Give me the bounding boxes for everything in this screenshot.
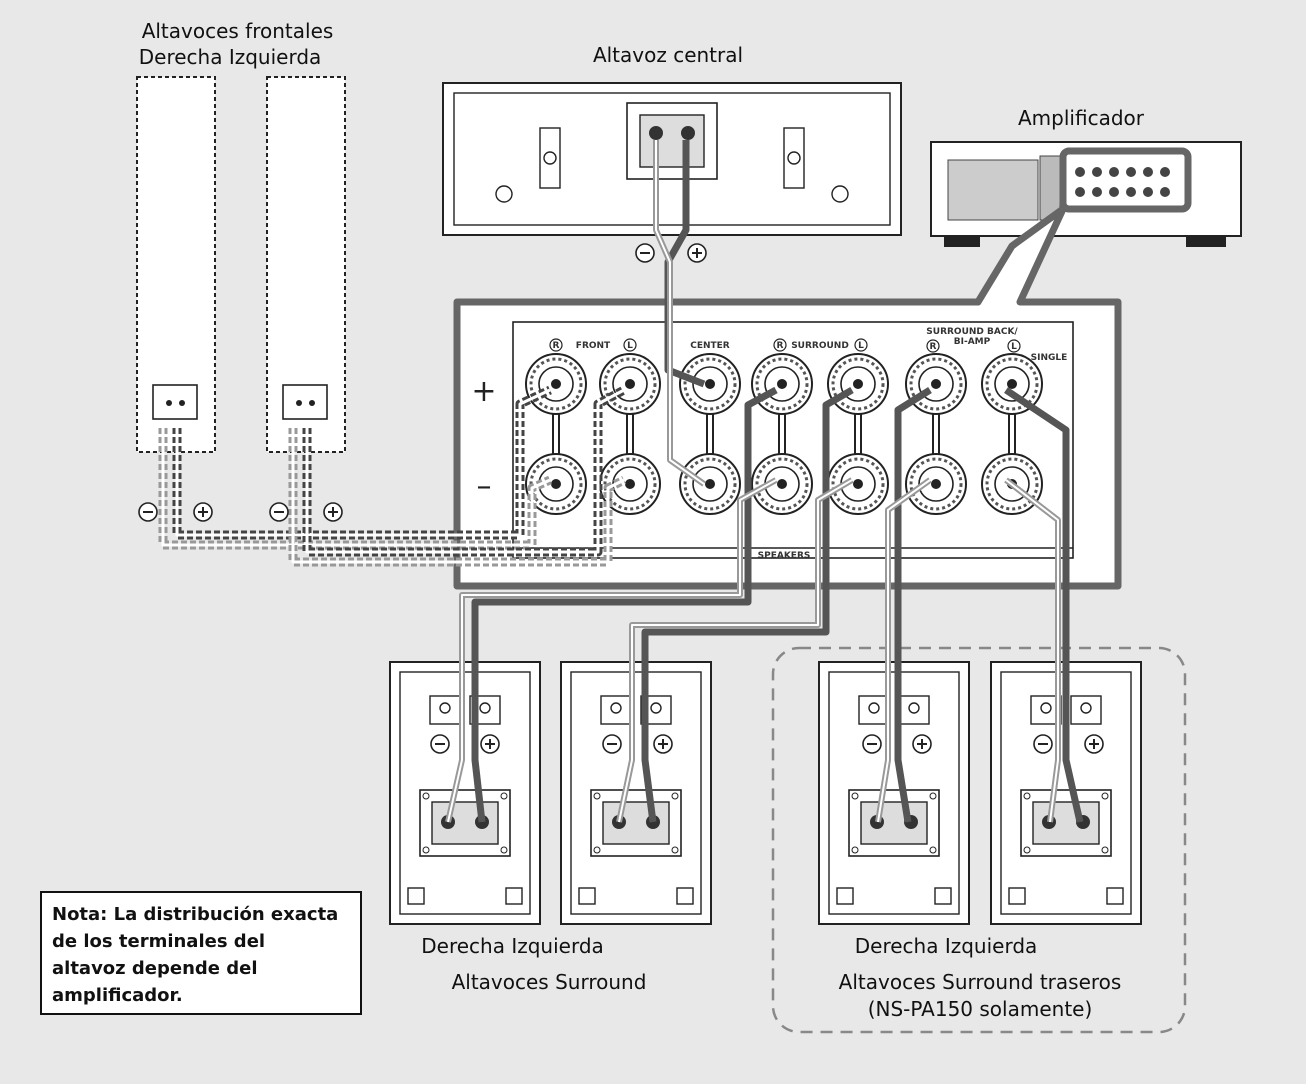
front-left-terminal [282, 384, 328, 420]
svg-text:R: R [930, 342, 937, 352]
front-rl-marks: R L [549, 338, 637, 352]
surround-back-group-outline [771, 646, 1187, 1034]
front-cables [158, 385, 627, 567]
center-label: CENTER [690, 341, 730, 351]
surround-back-cables [875, 387, 1084, 823]
surround-speakers-title: Altavoces Surround [451, 970, 647, 994]
svg-text:L: L [1011, 342, 1017, 352]
svg-text:L: L [627, 341, 633, 351]
surround-back-right-speaker [818, 661, 970, 925]
surround-back-title: Altavoces Surround traseros [838, 970, 1122, 994]
panel-minus-label: – [477, 469, 492, 504]
surround-label: SURROUND [791, 341, 849, 351]
center-speaker-title: Altavoz central [592, 43, 744, 67]
bi-amp-label: BI-AMP [954, 337, 991, 347]
surround-back-label: SURROUND BACK/ [926, 327, 1018, 337]
note-line-3: altavoz depende del [52, 958, 258, 979]
surround-lr-label: Derecha Izquierda [421, 934, 604, 958]
surround-rl-marks: R L [773, 338, 868, 352]
note-line-2: de los terminales del [52, 931, 266, 952]
single-label: SINGLE [1031, 353, 1068, 363]
front-speakers-title: Altavoces frontales [141, 19, 334, 43]
center-cable [653, 140, 706, 487]
note-line-4: amplificador. [52, 985, 183, 1006]
note-box: Nota: La distribución exacta de los term… [40, 891, 362, 1015]
amplifier [930, 141, 1242, 247]
surround-left-speaker [560, 661, 712, 925]
surround-back-rl-marks: R L [926, 339, 1021, 353]
surround-back-lr-label: Derecha Izquierda [854, 934, 1038, 958]
terminal-knobs [524, 352, 1044, 516]
front-right-terminal [152, 384, 198, 420]
surround-back-speakers [771, 646, 1187, 1034]
svg-text:R: R [553, 341, 560, 351]
surround-cables [445, 386, 854, 823]
svg-text:L: L [858, 341, 864, 351]
amplifier-title: Amplificador [1018, 106, 1144, 130]
speakers-label: SPEAKERS [758, 551, 811, 561]
panel-plus-label: + [471, 374, 496, 409]
svg-text:R: R [777, 341, 784, 351]
note-line-1: Nota: La distribución exacta [52, 904, 339, 925]
front-label: FRONT [576, 341, 611, 351]
center-speaker [442, 82, 902, 236]
surround-back-model-note: (NS-PA150 solamente) [867, 997, 1093, 1021]
front-speakers-lr-label: Derecha Izquierda [138, 45, 322, 69]
